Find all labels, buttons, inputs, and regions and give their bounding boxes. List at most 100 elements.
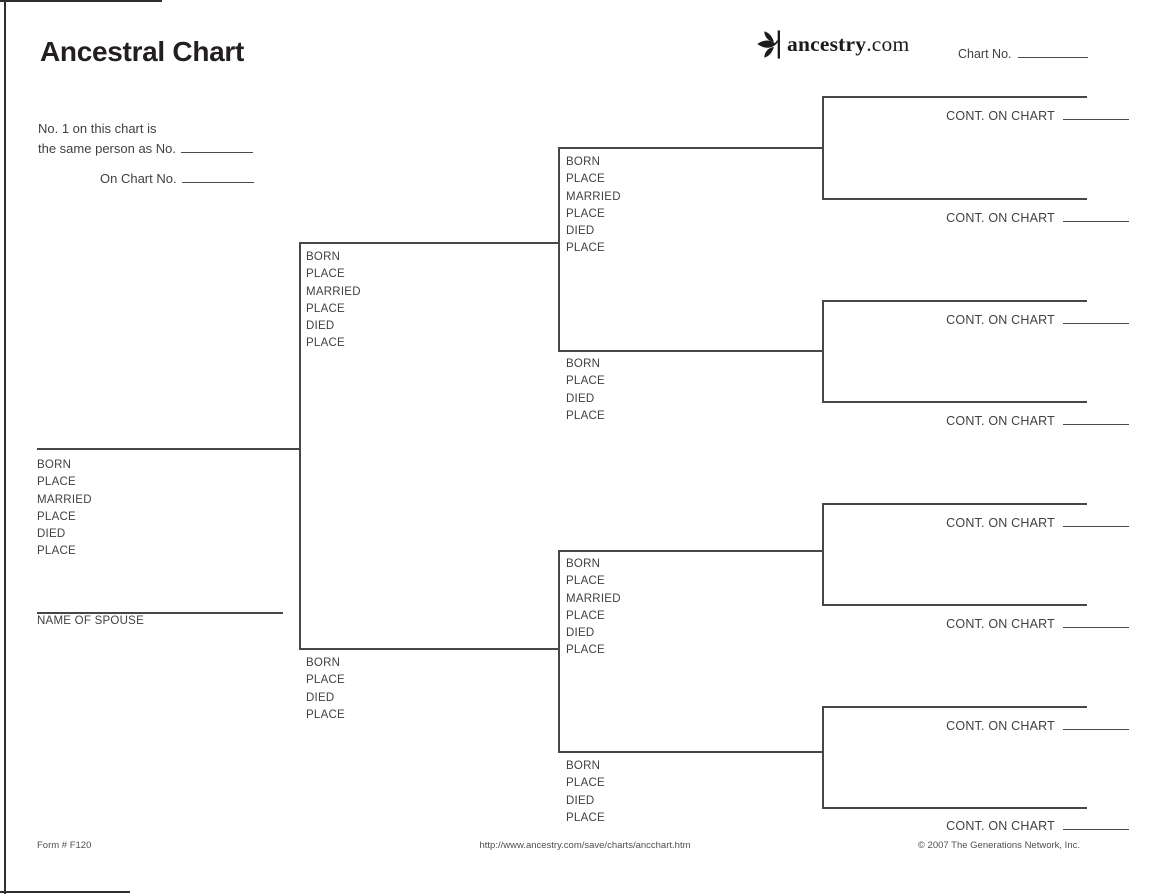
field-label-married: MARRIED: [566, 190, 621, 203]
field-label-place: PLACE: [566, 207, 605, 220]
cont-chart-number-blank: [1063, 108, 1129, 120]
field-label-place: PLACE: [306, 268, 345, 281]
cont-chart-number-blank: [1063, 616, 1129, 628]
field-label-died: DIED: [566, 794, 595, 807]
field-label-died: DIED: [566, 225, 595, 238]
great-grandparent-name-line-3: [822, 300, 1087, 302]
spouse-label: NAME OF SPOUSE: [37, 615, 145, 627]
field-label-married: MARRIED: [566, 592, 621, 605]
form-number: Form # F120: [37, 840, 92, 851]
cont-on-chart-1: CONT. ON CHART: [839, 108, 1129, 124]
cont-on-chart-2: CONT. ON CHART: [839, 210, 1129, 226]
field-label-place: PLACE: [306, 674, 345, 687]
great-grandparents-bracket-3: [822, 503, 824, 605]
field-label-place: PLACE: [566, 242, 605, 255]
person1-fields: BORN PLACE MARRIED PLACE DIED PLACE: [37, 457, 92, 561]
page-bottom-border: [0, 891, 130, 893]
footer-url: http://www.ancestry.com/save/charts/ancc…: [479, 840, 691, 851]
logo-brand-name: ancestry: [787, 32, 867, 56]
field-label-born: BORN: [566, 156, 601, 168]
page-top-border: [0, 0, 162, 2]
field-label-born: BORN: [306, 251, 341, 263]
field-label-born: BORN: [566, 760, 601, 772]
intro-line-3: On Chart No.: [100, 171, 254, 186]
field-label-born: BORN: [566, 558, 601, 570]
paternal-grandfather-fields: BORN PLACE MARRIED PLACE DIED PLACE: [566, 154, 621, 258]
cont-chart-number-blank: [1063, 515, 1129, 527]
field-label-place: PLACE: [566, 777, 605, 790]
intro-line-2-label: the same person as No.: [38, 141, 177, 156]
cont-chart-number-blank: [1063, 413, 1129, 425]
maternal-grandfather-name-line: [558, 550, 822, 552]
cont-chart-number-blank: [1063, 818, 1129, 830]
cont-on-chart-7: CONT. ON CHART: [839, 718, 1129, 734]
field-label-place: PLACE: [566, 609, 605, 622]
same-person-no-blank: [181, 141, 254, 153]
field-label-place: PLACE: [37, 510, 76, 523]
chart-no-label: Chart No.: [958, 47, 1012, 61]
field-label-died: DIED: [306, 691, 335, 704]
chart-no-blank: [1017, 46, 1088, 58]
great-grandparent-name-line-4: [822, 401, 1087, 403]
person1-name-line: [37, 448, 299, 450]
logo-text: ancestry.com: [787, 32, 909, 57]
great-grandparent-name-line-8: [822, 807, 1087, 809]
field-label-place: PLACE: [37, 476, 76, 489]
great-grandparent-name-line-2: [822, 198, 1087, 200]
field-label-place: PLACE: [306, 708, 345, 721]
cont-chart-number-blank: [1063, 718, 1129, 730]
mother-name-line: [299, 648, 558, 650]
footer-copyright: © 2007 The Generations Network, Inc.: [917, 840, 1080, 851]
cont-on-chart-label: CONT. ON CHART: [946, 719, 1055, 733]
paternal-grandparents-bracket: [558, 147, 560, 351]
field-label-married: MARRIED: [37, 493, 92, 506]
great-grandparents-bracket-1: [822, 96, 824, 199]
field-label-place: PLACE: [306, 302, 345, 315]
spouse-name-line: [37, 612, 283, 614]
field-label-place: PLACE: [306, 337, 345, 350]
great-grandparent-name-line-1: [822, 96, 1087, 98]
mother-fields: BORN PLACE DIED PLACE: [306, 655, 345, 724]
field-label-place: PLACE: [566, 375, 605, 388]
cont-on-chart-label: CONT. ON CHART: [946, 313, 1055, 327]
cont-on-chart-label: CONT. ON CHART: [946, 617, 1055, 631]
cont-on-chart-8: CONT. ON CHART: [839, 818, 1129, 834]
cont-on-chart-3: CONT. ON CHART: [839, 312, 1129, 328]
cont-on-chart-label: CONT. ON CHART: [946, 211, 1055, 225]
field-label-place: PLACE: [566, 811, 605, 824]
page-left-border: [4, 0, 6, 894]
field-label-born: BORN: [566, 358, 601, 370]
field-label-born: BORN: [306, 657, 341, 669]
ancestry-leaf-icon: [757, 30, 780, 59]
on-chart-no-blank: [181, 171, 254, 183]
paternal-grandmother-name-line: [558, 350, 822, 352]
cont-chart-number-blank: [1063, 312, 1129, 324]
paternal-grandmother-fields: BORN PLACE DIED PLACE: [566, 356, 605, 425]
maternal-grandmother-name-line: [558, 751, 822, 753]
field-label-place: PLACE: [566, 409, 605, 422]
ancestry-logo: ancestry.com: [755, 29, 909, 60]
intro-line-3-label: On Chart No.: [100, 171, 177, 186]
great-grandparent-name-line-7: [822, 706, 1087, 708]
field-label-place: PLACE: [566, 575, 605, 588]
great-grandparent-name-line-5: [822, 503, 1087, 505]
cont-chart-number-blank: [1063, 210, 1129, 222]
field-label-born: BORN: [37, 459, 72, 471]
cont-on-chart-5: CONT. ON CHART: [839, 515, 1129, 531]
cont-on-chart-label: CONT. ON CHART: [946, 819, 1055, 833]
field-label-married: MARRIED: [306, 285, 361, 298]
father-name-line: [299, 242, 558, 244]
field-label-died: DIED: [306, 320, 335, 333]
page-title: Ancestral Chart: [40, 36, 245, 67]
chart-no-field: Chart No.: [958, 46, 1088, 61]
field-label-died: DIED: [566, 627, 595, 640]
father-fields: BORN PLACE MARRIED PLACE DIED PLACE: [306, 249, 361, 353]
intro-line-1: No. 1 on this chart is: [38, 121, 157, 136]
great-grandparents-bracket-4: [822, 706, 824, 808]
field-label-place: PLACE: [566, 173, 605, 186]
great-grandparents-bracket-2: [822, 300, 824, 402]
parents-bracket: [299, 242, 301, 649]
logo-brand-tld: .com: [866, 32, 910, 56]
cont-on-chart-4: CONT. ON CHART: [839, 413, 1129, 429]
